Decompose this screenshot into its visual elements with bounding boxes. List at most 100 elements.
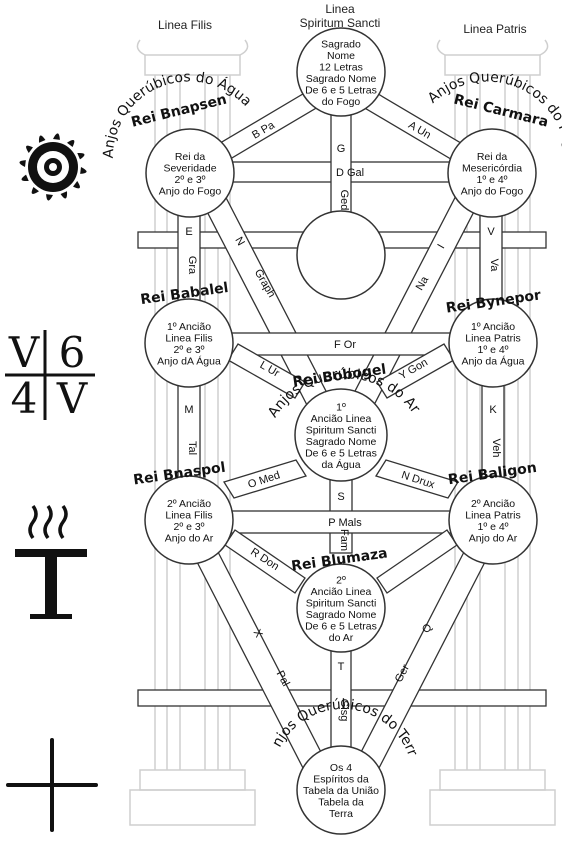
path-label-t: T bbox=[338, 661, 345, 673]
sephira-text-line: 2º Ancião bbox=[167, 498, 211, 510]
sun-ray bbox=[31, 187, 39, 194]
sephira-text-line: Sagrado Nome bbox=[306, 73, 377, 85]
path-label-veh: Veh bbox=[490, 439, 502, 458]
path-label-g: G bbox=[337, 143, 346, 155]
sun-eye-icon bbox=[19, 133, 87, 201]
sephira-text-line: 1º e 4º bbox=[476, 174, 507, 186]
sephira-text-line: Tabela da União bbox=[303, 785, 379, 797]
path-label-d-gal: D Gal bbox=[336, 167, 364, 179]
sephira-text-line: De 6 e 5 Letras bbox=[305, 620, 377, 632]
sephira-2 bbox=[145, 128, 235, 218]
label-linea-spiritum-sancti: Linea Spiritum Sancti bbox=[280, 2, 400, 30]
t-with-steam-icon bbox=[15, 504, 87, 619]
channel-7-9 bbox=[374, 459, 460, 499]
sephira-text-line: Anjo dA Água bbox=[157, 354, 221, 367]
sigil-char-6: 6 bbox=[59, 328, 86, 377]
sephira-text-line: 2º bbox=[336, 574, 346, 586]
path-label-k: K bbox=[489, 404, 497, 416]
path-label-f-or: F Or bbox=[334, 339, 356, 351]
sephira-text-line: 2º e 3º bbox=[173, 521, 204, 533]
path-label-p-mals: P Mals bbox=[328, 517, 362, 529]
sephira-text-line: Anjo da Água bbox=[461, 354, 524, 367]
sephira-text-line: Nome bbox=[327, 50, 355, 62]
sephira-7 bbox=[294, 388, 388, 482]
sephira-text-line: Linea Filis bbox=[165, 509, 212, 521]
sun-ray bbox=[38, 135, 46, 143]
sephira-text-line: da Água bbox=[321, 458, 360, 471]
sephira-text-line: do Ar bbox=[329, 632, 354, 644]
sephira-text-line: 1º e 4º bbox=[477, 344, 508, 356]
sun-ray bbox=[46, 194, 53, 201]
label-linea-filis: Linea Filis bbox=[157, 18, 213, 32]
sun-ray bbox=[21, 174, 29, 182]
path-label-tal: Tal bbox=[186, 441, 198, 455]
sephira-text-line: Ancião Linea bbox=[311, 413, 372, 425]
sephira-text-line: Anjo do Ar bbox=[165, 532, 214, 544]
channel-9-10 bbox=[376, 529, 458, 594]
sephira-text-line: Sagrado bbox=[321, 38, 361, 50]
sun-ray bbox=[19, 160, 26, 167]
sephira-text-line: Sagrado Nome bbox=[306, 609, 377, 621]
sun-ray bbox=[26, 145, 33, 153]
sephira-10 bbox=[296, 563, 386, 653]
sephiroth-circles bbox=[144, 27, 538, 835]
sephira-text-line: De 6 e 5 Letras bbox=[305, 84, 377, 96]
sephira-text-line: 12 Letras bbox=[319, 61, 363, 73]
sephira-text-line: 1º Ancião bbox=[167, 321, 211, 333]
sephira-text-line: Sagrado Nome bbox=[306, 436, 377, 448]
sephira-4 bbox=[296, 210, 386, 300]
sephira-text-line: Anjo do Ar bbox=[469, 532, 518, 544]
sephira-text-line: do Fogo bbox=[322, 96, 361, 108]
path-label-ged: Ged bbox=[338, 190, 350, 211]
sephira-text-line: 1º e 4º bbox=[477, 521, 508, 533]
sephira-text-line: 2º e 3º bbox=[173, 344, 204, 356]
sephira-text-line: Spiritum Sancti bbox=[306, 597, 377, 609]
sigil-char-4: 4 bbox=[11, 374, 38, 423]
sephira-6 bbox=[448, 298, 538, 388]
sephira-text-line: Ancião Linea bbox=[311, 586, 372, 598]
label-spiritum-sancti: Spiritum Sancti bbox=[299, 16, 381, 30]
sun-ray bbox=[73, 181, 80, 189]
channel-8-10 bbox=[224, 529, 306, 594]
sun-ray bbox=[60, 191, 68, 199]
sephira-text-line: Mesericórdia bbox=[462, 162, 522, 174]
sephira-text-line: Severidade bbox=[163, 162, 216, 174]
sun-ray bbox=[80, 167, 87, 174]
v64v-sigil-icon: V 6 4 V bbox=[5, 328, 95, 423]
sephira-text-line: Espíritos da bbox=[313, 774, 369, 786]
sun-ray bbox=[53, 133, 60, 140]
sephira-text-line: Linea Filis bbox=[165, 332, 212, 344]
sephira-text-line: Anjo do Fogo bbox=[159, 185, 222, 197]
path-label-m: M bbox=[184, 404, 193, 416]
sun-ray bbox=[67, 140, 75, 147]
channel-7-8 bbox=[222, 459, 308, 499]
sephira-text-line: Os 4 bbox=[330, 762, 352, 774]
sephira-8 bbox=[144, 475, 234, 565]
sephira-1 bbox=[296, 27, 386, 117]
path-label-fam: Fam bbox=[338, 529, 350, 551]
sephira-text-line: Anjo do Fogo bbox=[461, 185, 524, 197]
sephira-3 bbox=[447, 128, 537, 218]
path-label-i: I bbox=[435, 242, 447, 251]
sephira-text-line: Rei da bbox=[175, 151, 206, 163]
path-label-gra: Gra bbox=[186, 256, 198, 275]
sephira-text-line: Linea Patris bbox=[465, 509, 520, 521]
sephira-text-line: Tabela da bbox=[318, 797, 364, 809]
sephira-text-line: Spiritum Sancti bbox=[306, 424, 377, 436]
sephira-text-line: Linea Patris bbox=[465, 332, 520, 344]
sephira-text-line: 1º bbox=[336, 401, 346, 413]
cross-icon bbox=[6, 738, 98, 832]
path-label-gisg: Gisg bbox=[338, 699, 350, 722]
paths-group bbox=[177, 87, 505, 769]
channel-5-7 bbox=[227, 343, 306, 399]
sephira-text-line: 1º Ancião bbox=[471, 321, 515, 333]
path-label-e: E bbox=[185, 226, 192, 238]
label-linea-patris: Linea Patris bbox=[463, 22, 527, 36]
path-label-s: S bbox=[337, 491, 344, 503]
sephira-9 bbox=[448, 475, 538, 565]
sigil-char-v-top: V bbox=[8, 328, 40, 377]
sigil-char-v-bottom: V bbox=[56, 374, 88, 423]
